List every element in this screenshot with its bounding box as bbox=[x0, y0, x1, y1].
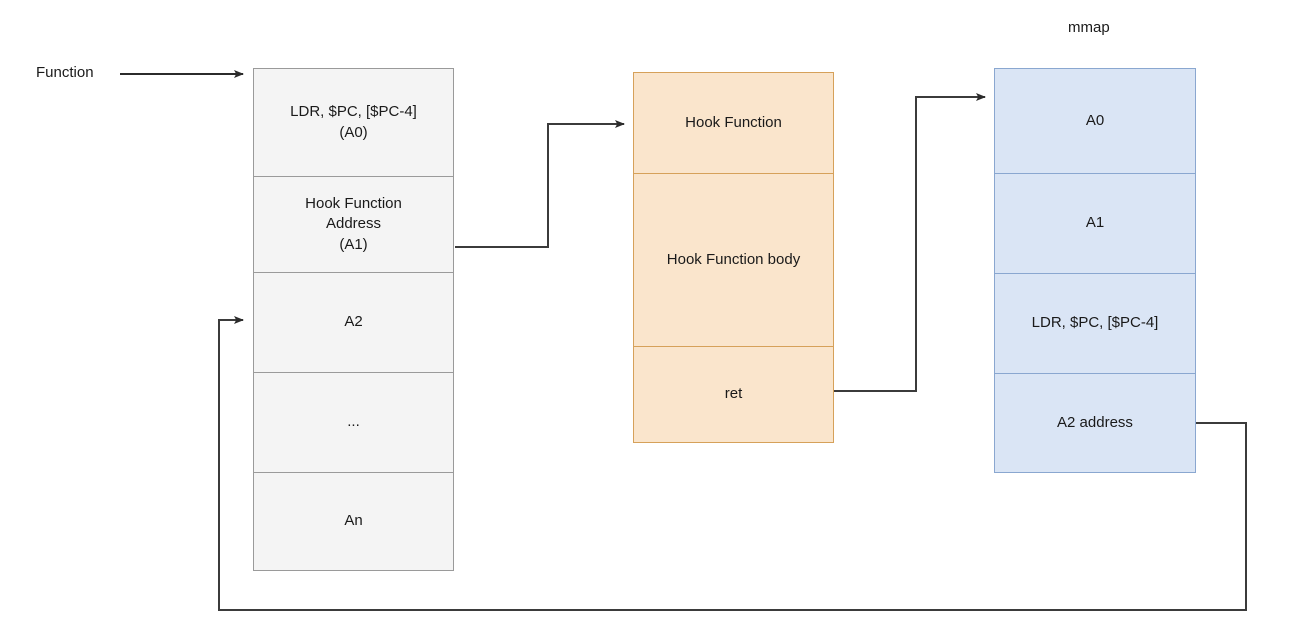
cell-ellipsis[interactable]: ... bbox=[254, 372, 453, 472]
mmap-label: mmap bbox=[1068, 19, 1110, 36]
cell-a2[interactable]: A2 bbox=[254, 272, 453, 372]
cell-ret[interactable]: ret bbox=[634, 346, 833, 442]
cell-hook-function-address[interactable]: Hook Function Address (A1) bbox=[254, 176, 453, 272]
original-function-column: LDR, $PC, [$PC-4] (A0) Hook Function Add… bbox=[253, 68, 454, 571]
hook-function-column: Hook Function Hook Function body ret bbox=[633, 72, 834, 443]
cell-hook-function-body[interactable]: Hook Function body bbox=[634, 173, 833, 346]
cell-mmap-a1[interactable]: A1 bbox=[995, 173, 1195, 273]
cell-a0-instruction[interactable]: LDR, $PC, [$PC-4] (A0) bbox=[290, 103, 417, 141]
function-label: Function bbox=[36, 64, 94, 81]
mmap-column: A0 A1 LDR, $PC, [$PC-4] A2 address bbox=[994, 68, 1196, 473]
cell-mmap-a0[interactable]: A0 bbox=[1085, 111, 1105, 129]
cell-hook-function[interactable]: Hook Function bbox=[685, 113, 782, 131]
cell-mmap-ldr-instruction[interactable]: LDR, $PC, [$PC-4] bbox=[995, 273, 1195, 373]
cell-mmap-a2-address[interactable]: A2 address bbox=[995, 373, 1195, 472]
hook-address-to-hook-function-arrow bbox=[455, 120, 625, 248]
cell-an[interactable]: An bbox=[254, 472, 453, 570]
ret-to-mmap-arrow bbox=[834, 93, 986, 392]
